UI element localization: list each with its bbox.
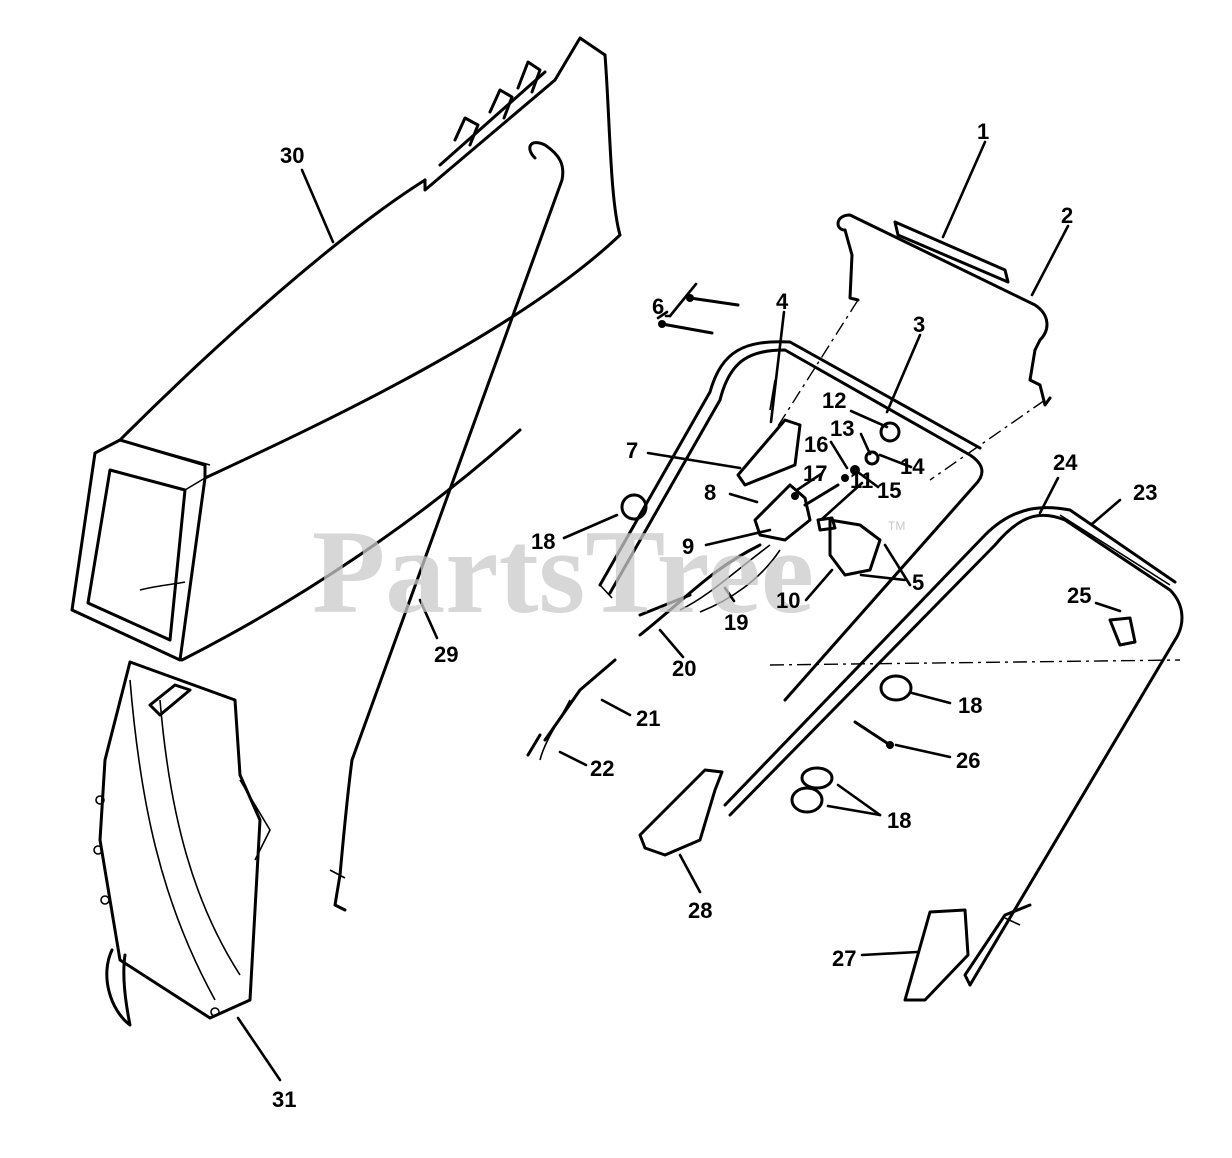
callout-22: 22 (590, 756, 614, 781)
callout-16: 16 (804, 432, 828, 457)
control-assembly (736, 379, 882, 577)
callout-27: 27 (832, 946, 856, 971)
lower-handle (723, 506, 1184, 987)
callout-2: 2 (1061, 203, 1073, 228)
grass-bag (70, 36, 622, 662)
watermark-text: PartsTree (312, 505, 814, 638)
assembly-lines (769, 299, 1181, 666)
discharge-chute (93, 660, 271, 1027)
callout-5: 5 (912, 570, 924, 595)
callout-12: 12 (822, 388, 846, 413)
callout-3: 3 (913, 312, 925, 337)
callout-9: 9 (682, 534, 694, 559)
callout-15: 15 (877, 478, 901, 503)
callout-23: 23 (1133, 480, 1157, 505)
callout-25: 25 (1067, 583, 1091, 608)
cables (526, 543, 781, 761)
bag-hooks (438, 60, 547, 167)
callout-18-clip-left: 18 (531, 529, 555, 554)
brackets (638, 616, 1137, 1002)
callout-21: 21 (636, 706, 660, 731)
callout-7: 7 (626, 438, 638, 463)
callout-11: 11 (850, 468, 873, 493)
bag-frame-rod (329, 141, 565, 912)
callout-labels: 1 2 3 4 5 6 7 8 9 10 11 12 13 14 15 16 1… (272, 119, 1157, 1112)
callout-19: 19 (724, 610, 748, 635)
callout-10: 10 (776, 588, 800, 613)
callout-14: 14 (900, 454, 925, 479)
callout-30: 30 (280, 143, 304, 168)
watermark: PartsTree TM (312, 505, 905, 638)
callout-17: 17 (803, 461, 827, 486)
handle-grip (836, 213, 1052, 407)
leader-lines (236, 140, 1122, 1082)
callout-18-clip-pair: 18 (887, 808, 911, 833)
callout-18-clip-right: 18 (958, 693, 982, 718)
callout-8: 8 (704, 480, 716, 505)
upper-handle (598, 340, 984, 702)
clips (620, 493, 913, 814)
callout-20: 20 (672, 656, 696, 681)
watermark-trademark: TM (888, 519, 905, 533)
callout-31: 31 (272, 1087, 296, 1112)
callout-26: 26 (956, 748, 980, 773)
callout-29: 29 (434, 642, 458, 667)
hardware (658, 294, 894, 749)
callout-13: 13 (830, 416, 854, 441)
callout-6: 6 (652, 294, 664, 319)
callout-24: 24 (1053, 450, 1078, 475)
callout-28: 28 (688, 898, 712, 923)
callout-1: 1 (977, 119, 989, 144)
callout-4: 4 (776, 289, 789, 314)
